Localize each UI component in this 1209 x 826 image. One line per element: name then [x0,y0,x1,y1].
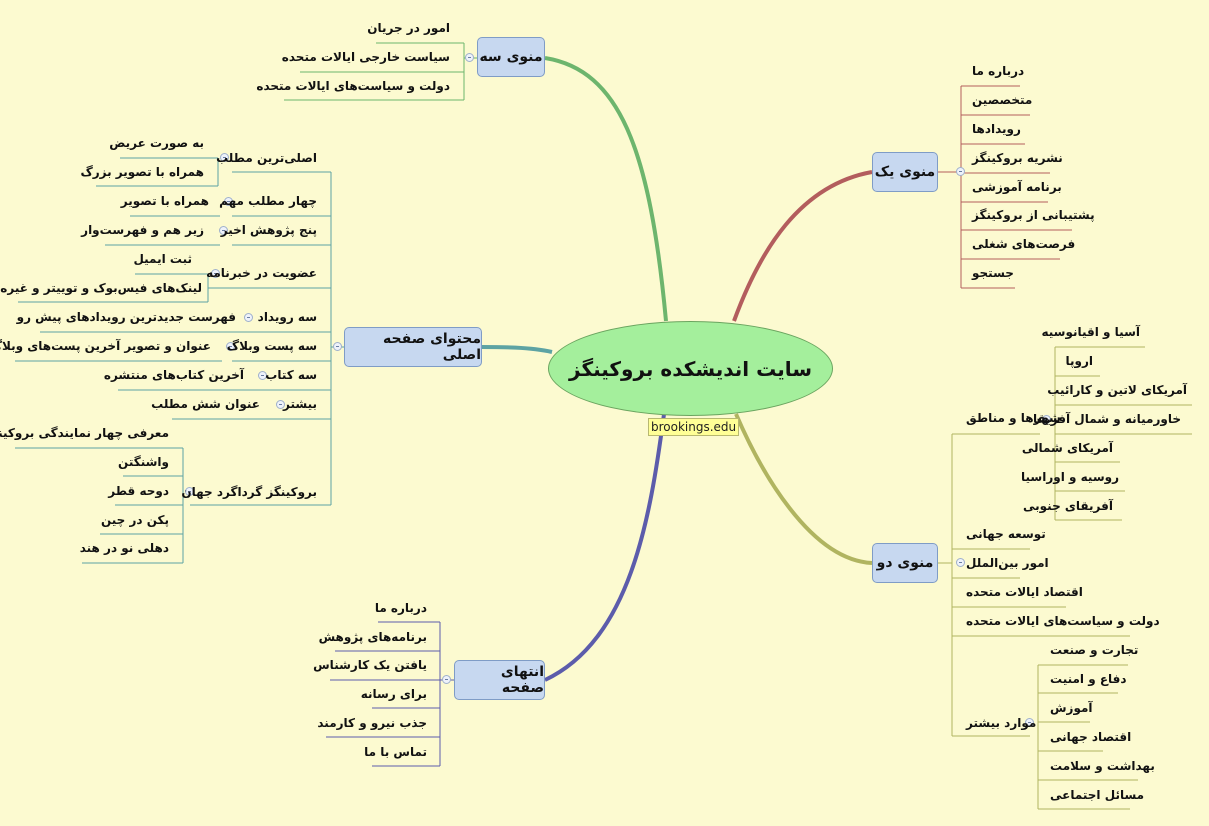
footer-item[interactable]: درباره ما [374,601,427,615]
main-subitem[interactable]: عنوان شش مطلب [151,397,260,411]
menu3-item[interactable]: امور در جریان [367,21,450,35]
main-item[interactable]: بیشتر [283,397,317,411]
branch-menu-one[interactable]: منوی یک [872,152,938,192]
collapse-toggle-icon[interactable] [211,269,220,278]
more-item[interactable]: مسائل اجتماعی [1050,788,1145,802]
main-subitem[interactable]: عنوان و تصویر آخرین پست‌های وبلاگ [0,339,211,353]
menu2-item[interactable]: اقتصاد ایالات متحده [966,585,1083,599]
main-subitem[interactable]: ثبت ایمیل [133,252,192,266]
main-item[interactable]: چهار مطلب مهم [219,194,317,208]
collapse-toggle-icon[interactable] [276,400,285,409]
region-item[interactable]: اروپا [1065,354,1094,368]
main-item[interactable]: اصلی‌ترین مطلب [216,151,317,165]
main-subitem[interactable]: دوحه قطر [108,484,169,498]
central-topic[interactable]: سایت اندیشکده بروکینگز [548,321,833,416]
footer-item[interactable]: جذب نیرو و کارمند [317,716,427,730]
menu1-item[interactable]: فرصت‌های شغلی [972,237,1076,251]
main-item[interactable]: پنج پژوهش اخیر [220,223,317,237]
more-item[interactable]: دفاع و امنیت [1050,672,1127,686]
collapse-toggle-icon[interactable] [1042,415,1051,424]
more-item[interactable]: اقتصاد جهانی [1050,730,1132,744]
region-item[interactable]: آمریکای لاتین و کارائیب [1047,383,1187,397]
menu2-more[interactable]: موارد بیشتر [966,716,1037,730]
menu3-item[interactable]: دولت و سیاست‌های ایالات متحده [256,79,450,93]
region-item[interactable]: آسیا و اقیانوسیه [1041,325,1140,339]
branch-main-content[interactable]: محتوای صفحه اصلی [344,327,482,367]
main-item[interactable]: سه رویداد [257,310,317,324]
branch-footer[interactable]: انتهای صفحه [454,660,545,700]
more-item[interactable]: آموزش [1050,701,1093,715]
menu1-item[interactable]: برنامه آموزشی [972,180,1062,194]
region-item[interactable]: آفریقای جنوبی [1023,499,1113,513]
menu2-item[interactable]: توسعه جهانی [966,527,1046,541]
menu1-item[interactable]: متخصصین [972,93,1033,107]
main-subitem[interactable]: پکن در چین [100,513,169,527]
main-subitem[interactable]: همراه با تصویر [120,194,209,208]
collapse-toggle-icon[interactable] [185,487,194,496]
collapse-toggle-icon[interactable] [220,153,229,162]
main-subitem[interactable]: زیر هم و فهرست‌وار [81,223,204,237]
main-item[interactable]: سه کتاب [265,368,317,382]
main-subitem[interactable]: معرفی چهار نمایندگی بروکینگز [0,426,169,440]
menu1-item[interactable]: درباره ما [972,64,1025,78]
menu1-item[interactable]: نشریه بروکینگز [972,151,1063,165]
more-item[interactable]: بهداشت و سلامت [1050,759,1155,773]
branch-menu-three[interactable]: منوی سه [477,37,545,77]
collapse-toggle-icon[interactable] [956,558,965,567]
collapse-toggle-icon[interactable] [244,313,253,322]
menu3-item[interactable]: سیاست خارجی ایالات متحده [281,50,450,64]
menu1-item[interactable]: جستجو [972,266,1014,280]
footer-item[interactable]: یافتن یک کارشناس [313,658,427,672]
main-subitem[interactable]: دهلی نو در هند [79,541,169,555]
menu1-item[interactable]: رویدادها [972,122,1021,136]
footer-item[interactable]: برای رسانه [360,687,427,701]
main-item[interactable]: بروکینگز گرداگرد جهان [181,485,317,499]
collapse-toggle-icon[interactable] [465,53,474,62]
region-item[interactable]: روسیه و اوراسیا [1021,470,1119,484]
collapse-toggle-icon[interactable] [226,342,235,351]
collapse-toggle-icon[interactable] [224,197,233,206]
menu2-regions[interactable]: شهرها و مناطق [966,411,1061,425]
menu2-item[interactable]: دولت و سیاست‌های ایالات متحده [966,614,1160,628]
main-subitem[interactable]: فهرست جدیدترین رویدادهای پیش رو [16,310,236,324]
main-item[interactable]: عضویت در خبرنامه [206,266,317,280]
website-link[interactable]: brookings.edu [648,418,740,436]
collapse-toggle-icon[interactable] [258,371,267,380]
footer-item[interactable]: تماس با ما [364,745,427,759]
branch-menu-two[interactable]: منوی دو [872,543,938,583]
menu1-item[interactable]: پشتیبانی از بروکینگز [972,208,1095,222]
region-item[interactable]: خاورمیانه و شمال آفریقا [1033,412,1181,426]
collapse-toggle-icon[interactable] [219,226,228,235]
more-item[interactable]: تجارت و صنعت [1050,643,1139,657]
footer-item[interactable]: برنامه‌های پژوهش [318,630,427,644]
main-subitem[interactable]: همراه با تصویر بزرگ [80,165,204,179]
main-item[interactable]: سه پست وبلاگ [226,339,317,353]
collapse-toggle-icon[interactable] [1025,718,1034,727]
main-subitem[interactable]: لینک‌های فیس‌بوک و توییتر و غیره [0,281,202,295]
collapse-toggle-icon[interactable] [333,342,342,351]
central-title: سایت اندیشکده بروکینگز [569,356,812,381]
collapse-toggle-icon[interactable] [956,167,965,176]
main-subitem[interactable]: واشنگتن [118,455,169,469]
menu2-item[interactable]: امور بین‌الملل [966,556,1049,570]
collapse-toggle-icon[interactable] [442,675,451,684]
main-subitem[interactable]: آخرین کتاب‌های منتشره [103,368,244,382]
region-item[interactable]: آمریکای شمالی [1021,441,1113,455]
main-subitem[interactable]: به صورت عریض [109,136,204,150]
